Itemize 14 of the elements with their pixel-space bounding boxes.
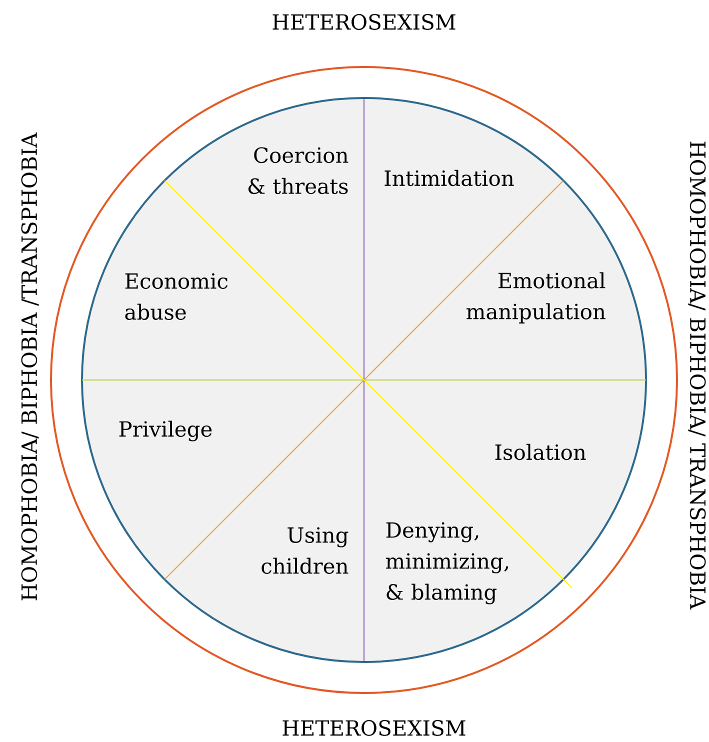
- ring: [50, 66, 678, 694]
- ring-label: HOMOPHOBIA/ BIPHOBIA /TRANSPHOBIA: [21, 132, 39, 600]
- segment-label: Emotional manipulation: [466, 272, 606, 324]
- segment-label: Intimidation: [384, 170, 514, 186]
- segment-label: Coercion & threats: [248, 147, 348, 194]
- segment-label: Denying, minimizing, & blaming: [386, 522, 508, 604]
- segment-label: Using children: [262, 527, 348, 574]
- segment-label: Isolation: [495, 444, 586, 460]
- ring-label: HOMOPHOBIA/ BIPHOBIA/ TRANSPHOBIA: [688, 142, 706, 610]
- wheel-circle: [81, 97, 647, 663]
- segment-label: Privilege: [119, 420, 212, 442]
- ring-label: HETEROSEXISM: [272, 14, 456, 30]
- segment-label: Economic abuse: [125, 273, 228, 320]
- ring-label: HETEROSEXISM: [282, 720, 466, 736]
